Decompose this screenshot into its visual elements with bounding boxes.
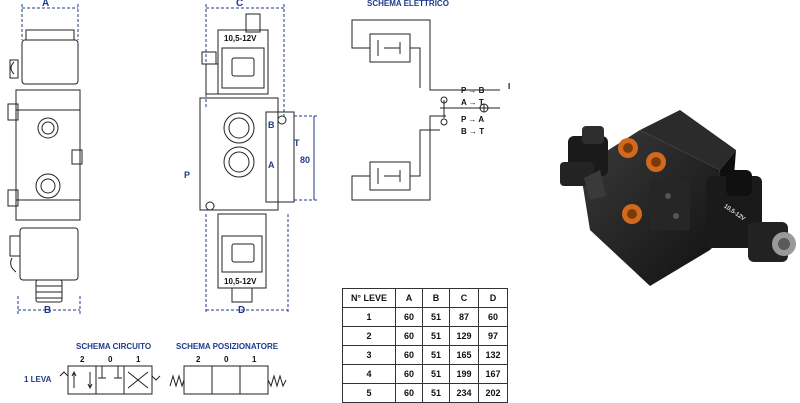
circuit-position-1: 1 (136, 355, 141, 364)
electrical-row-2: A → T (461, 98, 484, 107)
port-a-label: A (268, 160, 275, 170)
table-cell: 165 (449, 345, 479, 365)
table-cell: 51 (422, 345, 450, 365)
table-cell: 129 (449, 326, 479, 346)
positioner-position-0: 0 (224, 355, 229, 364)
table-cell: 51 (422, 307, 450, 327)
dimensions-table: N° LEVE A B C D 1 60 51 87 60 2 60 51 12… (342, 288, 508, 403)
positioner-symbol (169, 365, 287, 395)
table-header-cell: A (395, 288, 423, 308)
top-coil-voltage: 10,5-12V (224, 34, 257, 43)
table-cell: 1 (342, 307, 396, 327)
circuit-title: SCHEMA CIRCUITO (76, 342, 152, 351)
port-t-label: T (294, 138, 300, 148)
electrical-terminal-label: I (508, 82, 511, 91)
table-cell: 60 (478, 307, 508, 327)
table-row: 5 60 51 234 202 (342, 383, 508, 403)
table-header-cell: D (478, 288, 508, 308)
table-cell: 51 (422, 383, 450, 403)
table-header-cell: C (449, 288, 479, 308)
table-cell: 2 (342, 326, 396, 346)
positioner-position-2: 2 (196, 355, 201, 364)
circuit-symbol (59, 365, 161, 395)
side-dim-d-label: D (238, 305, 246, 316)
table-header-cell: N° LEVE (342, 288, 396, 308)
table-cell: 132 (478, 345, 508, 365)
table-cell: 60 (395, 364, 423, 384)
electrical-schematic (351, 19, 500, 201)
table-cell: 60 (395, 326, 423, 346)
table-cell: 234 (449, 383, 479, 403)
front-dim-a-label: A (42, 0, 50, 9)
table-cell: 87 (449, 307, 479, 327)
electrical-row-3: P → A (461, 115, 485, 124)
table-cell: 51 (422, 364, 450, 384)
side-view-drawing (199, 4, 318, 314)
table-row: 1 60 51 87 60 (342, 307, 508, 327)
positioner-position-1: 1 (252, 355, 257, 364)
table-cell: 167 (478, 364, 508, 384)
table-cell: 97 (478, 326, 508, 346)
table-cell: 202 (478, 383, 508, 403)
table-cell: 3 (342, 345, 396, 365)
bottom-coil-voltage: 10,5-12V (224, 277, 257, 286)
lever-count-label: 1 LEVA (24, 375, 52, 384)
table-cell: 60 (395, 345, 423, 365)
electrical-row-4: B → T (461, 127, 485, 136)
table-row: 2 60 51 129 97 (342, 326, 508, 346)
circuit-position-2: 2 (80, 355, 85, 364)
product-photo (560, 110, 796, 286)
side-dim-height-label: 80 (300, 155, 311, 165)
circuit-position-0: 0 (108, 355, 113, 364)
electrical-row-1: P → B (461, 86, 485, 95)
table-cell: 4 (342, 364, 396, 384)
side-dim-c-label: C (236, 0, 244, 9)
table-cell: 60 (395, 307, 423, 327)
port-b-label: B (268, 120, 275, 130)
table-header-cell: B (422, 288, 450, 308)
table-cell: 199 (449, 364, 479, 384)
port-p-label: P (184, 170, 191, 180)
table-row: 3 60 51 165 132 (342, 345, 508, 365)
electrical-title: SCHEMA ELETTRICO (367, 0, 449, 8)
table-cell: 60 (395, 383, 423, 403)
table-row: 4 60 51 199 167 (342, 364, 508, 384)
front-dim-b-label: B (44, 305, 52, 316)
positioner-title: SCHEMA POSIZIONATORE (176, 342, 279, 351)
table-header-row: N° LEVE A B C D (342, 288, 508, 308)
table-cell: 5 (342, 383, 396, 403)
table-cell: 51 (422, 326, 450, 346)
front-view-drawing (7, 4, 83, 314)
